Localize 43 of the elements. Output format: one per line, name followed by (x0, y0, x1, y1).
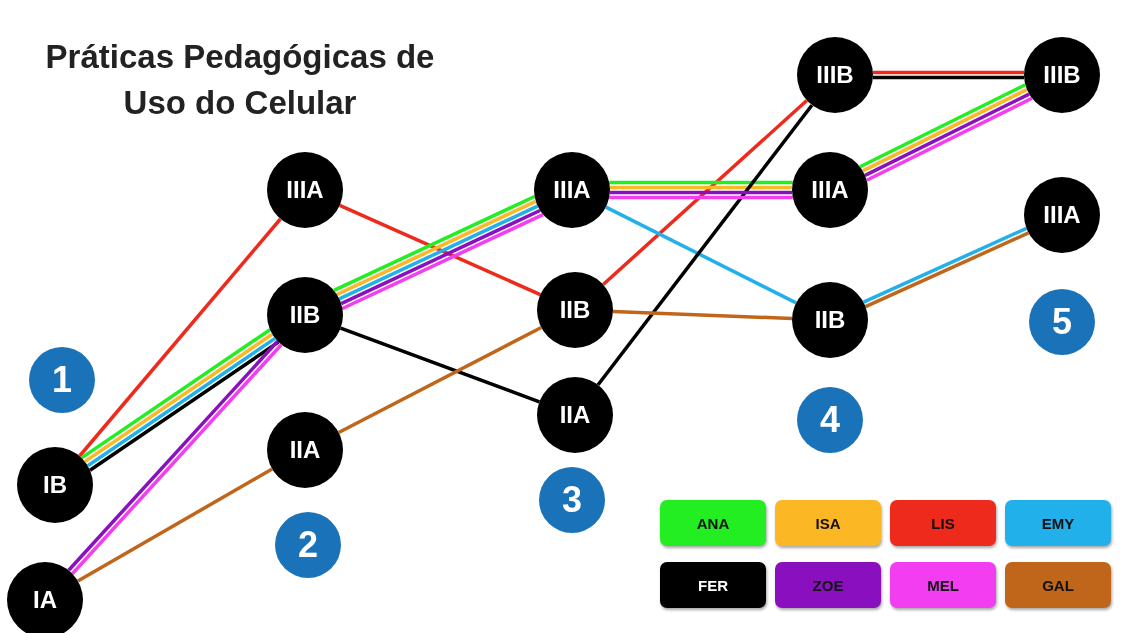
connector-line (605, 205, 797, 305)
connector-line (872, 70, 1025, 75)
node-label: IIIA (553, 176, 591, 204)
legend-swatch: ISA (775, 500, 881, 546)
node-label: IIIA (811, 176, 849, 204)
legend-swatch: LIS (890, 500, 996, 546)
node-label: IIA (289, 436, 321, 464)
connector-line (77, 467, 273, 583)
legend-swatch: GAL (1005, 562, 1111, 608)
node-label: 4 (820, 399, 840, 441)
node-label: 2 (298, 524, 318, 566)
node-label: IIB (289, 301, 321, 329)
connector-line (609, 185, 793, 190)
connector-line (609, 190, 793, 195)
node-label: IIIA (286, 176, 324, 204)
legend-swatch: EMY (1005, 500, 1111, 546)
state-circle (7, 562, 83, 633)
connector-line (609, 195, 793, 200)
connector-line (872, 75, 1025, 80)
connector-line (78, 217, 282, 458)
connector-line (337, 325, 543, 435)
node-label: IIA (559, 401, 591, 429)
connector-line (602, 99, 808, 286)
node-label: IIB (559, 296, 591, 324)
connector-line (609, 180, 793, 185)
connector-line (612, 309, 793, 321)
diagram-title: Práticas Pedagógicas de Uso do Celular (44, 37, 436, 123)
node-label: 5 (1052, 301, 1072, 343)
node-label: IB (43, 471, 67, 499)
legend-swatch: ZOE (775, 562, 881, 608)
node-label: IIB (814, 306, 846, 334)
node-label: IIIB (1043, 61, 1081, 89)
node-label: 1 (52, 359, 72, 401)
state-circle (267, 277, 343, 353)
node-label: IIIB (816, 61, 854, 89)
node-label: IA (33, 586, 57, 614)
legend-swatch: ANA (660, 500, 766, 546)
connector-line (596, 104, 814, 386)
node-label: IIIA (1043, 201, 1081, 229)
legend-swatch: MEL (890, 562, 996, 608)
connector-line (340, 326, 540, 404)
node-label: 3 (562, 479, 582, 521)
legend-swatch: FER (660, 562, 766, 608)
